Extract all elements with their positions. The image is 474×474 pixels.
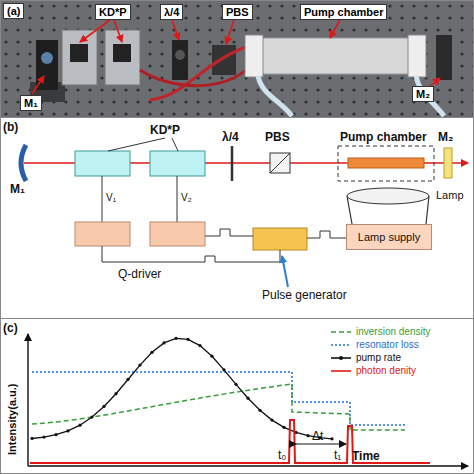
legend-text: resonator loss xyxy=(356,339,419,351)
leader-arrow xyxy=(226,20,234,44)
voltage-wire xyxy=(102,176,103,222)
chamber-end xyxy=(408,35,426,77)
part-label: PBS xyxy=(222,4,253,20)
leader-arrow xyxy=(80,20,110,42)
legend-sample xyxy=(330,339,352,351)
part-label: Pump chamber xyxy=(340,131,427,144)
optical-table xyxy=(0,0,474,117)
crystal-mount xyxy=(105,30,140,85)
panel-separator xyxy=(0,117,474,118)
legend-row: pump rate xyxy=(330,352,470,364)
legend-line xyxy=(331,331,351,333)
leader-arrow xyxy=(172,20,179,40)
time-marker: t₁ xyxy=(334,449,341,462)
x-axis xyxy=(28,465,468,466)
legend-line xyxy=(331,344,351,346)
mirror-photo xyxy=(41,52,53,64)
pump-chamber-outline xyxy=(338,146,434,181)
lamp-outline xyxy=(346,187,430,205)
part-label: λ/4 xyxy=(160,4,183,20)
leader-line xyxy=(108,138,165,151)
part-label: M₁ xyxy=(20,95,42,111)
legend-sample xyxy=(330,365,352,377)
inversion-density-curve xyxy=(32,384,405,430)
lamp-ellipse: Lamp xyxy=(346,187,466,205)
mirror-mount xyxy=(436,35,452,80)
time-marker: t₀ xyxy=(278,449,286,462)
voltage-wire xyxy=(177,176,178,222)
axis-title: Intensity(a.u.) xyxy=(6,383,18,455)
table-holes xyxy=(0,0,474,117)
legend: inversion densityresonator losspump rate… xyxy=(330,326,470,378)
flat-mirror xyxy=(444,148,452,178)
q-driver-box xyxy=(75,222,130,246)
pbs-mount xyxy=(212,45,236,75)
crystal-mount xyxy=(62,30,97,85)
leader-line xyxy=(172,138,178,151)
leader-arrow xyxy=(32,76,44,94)
waveplate-mount xyxy=(172,40,188,80)
pump-rate-curve xyxy=(32,338,332,439)
interval-label: Δt xyxy=(312,430,323,443)
legend-dot xyxy=(339,356,343,360)
legend-text: pump rate xyxy=(356,352,401,364)
crystal-cap xyxy=(113,44,131,62)
part-label: PBS xyxy=(265,131,290,144)
part-label: M₁ xyxy=(10,183,25,196)
pointer-arrow xyxy=(282,256,288,287)
pulse-generator-box xyxy=(253,228,307,250)
y-axis xyxy=(27,334,28,466)
part-label: M₂ xyxy=(438,131,453,144)
pbs-diagonal xyxy=(270,153,290,173)
part-label: Pump chamber xyxy=(300,4,387,20)
legend-text: photon denity xyxy=(356,365,416,377)
legend-line xyxy=(331,370,351,372)
trigger-wire xyxy=(102,246,280,262)
pbs-cube xyxy=(270,153,290,173)
panel-tag: (c) xyxy=(3,322,18,335)
panel-separator xyxy=(0,318,474,319)
legend-row: photon denity xyxy=(330,365,470,377)
part-label: KD*P xyxy=(150,124,180,137)
leader-arrow xyxy=(330,20,340,38)
waveplate xyxy=(231,146,234,181)
part-label: Pulse generator xyxy=(262,289,347,302)
q-driver-box xyxy=(150,222,205,246)
part-label: M₂ xyxy=(412,86,434,102)
leader-arrow xyxy=(114,20,122,42)
photon-density-curve xyxy=(30,420,430,463)
pump-chamber-photo xyxy=(250,38,420,74)
part-label: λ/4 xyxy=(222,131,239,144)
part-label: KD*P xyxy=(95,4,131,20)
trigger-wire xyxy=(307,231,346,238)
trigger-wire xyxy=(205,229,253,236)
axis-title: Time xyxy=(352,450,380,463)
kdp-crystal xyxy=(150,151,205,176)
panel-tag: (a) xyxy=(3,3,24,19)
legend-sample xyxy=(330,352,352,364)
lamp-ellipse-shape xyxy=(347,188,429,204)
water-tube xyxy=(258,76,292,116)
crystal-cap xyxy=(70,44,88,62)
red-cable xyxy=(140,60,255,86)
panel-tag: (b) xyxy=(3,121,18,134)
voltage-label: V₂ xyxy=(181,192,192,203)
legend-row: inversion density xyxy=(330,326,470,338)
waveplate-photo xyxy=(175,50,185,60)
node-text: Lamp xyxy=(436,189,464,201)
voltage-label: V₁ xyxy=(106,192,116,203)
legend-row: resonator loss xyxy=(330,339,470,351)
supply-box: Lamp supply xyxy=(346,224,432,250)
legend-sample xyxy=(330,326,352,338)
kdp-crystal xyxy=(75,151,130,176)
legend-text: inversion density xyxy=(356,326,430,338)
interval-arrow xyxy=(296,444,346,445)
chamber-end xyxy=(245,35,263,77)
node-text: Lamp supply xyxy=(358,231,420,243)
laser-rod xyxy=(348,158,424,168)
part-label: Q-driver xyxy=(118,268,161,281)
curved-mirror xyxy=(21,145,26,181)
